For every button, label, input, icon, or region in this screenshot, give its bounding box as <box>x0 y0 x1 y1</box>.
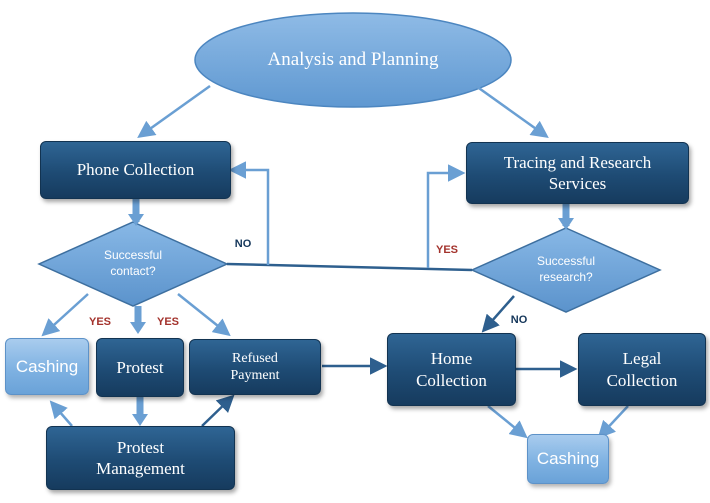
edge-phone-decision-head <box>128 214 144 226</box>
decision-research-label: Successful research? <box>536 254 596 284</box>
legal-collection-box: Legal Collection <box>578 333 706 406</box>
edge-research-no <box>481 295 515 333</box>
edge-legal-cashing <box>597 405 629 439</box>
decision-contact-diamond <box>37 221 229 307</box>
edge-label-research-no: NO <box>510 314 528 326</box>
edge-contact-refused <box>177 293 231 337</box>
phone-collection-box: Phone Collection <box>40 141 231 199</box>
protest-box: Protest <box>96 338 184 397</box>
home-collection-box: Home Collection <box>387 333 516 406</box>
edge-label-yes-protest: YES <box>156 316 179 328</box>
start-label: Analysis and Planning <box>267 48 439 70</box>
edge-contact-no <box>228 161 270 265</box>
edge-label-yes-cashing: YES <box>88 316 111 328</box>
edge-diamond-cross <box>226 262 473 272</box>
cashing-right-box: Cashing <box>527 434 609 484</box>
edge-label-research-yes: YES <box>435 244 458 256</box>
start-oval <box>194 12 512 108</box>
edge-home-cashing <box>487 405 528 439</box>
edge-research-yes <box>426 164 466 268</box>
edge-start-phone <box>137 84 211 139</box>
edge-contact-cashing <box>41 293 89 337</box>
tracing-box: Tracing and Research Services <box>466 142 689 204</box>
edge-management-cashing <box>49 400 73 427</box>
refused-payment-box: Refused Payment <box>189 339 321 395</box>
edge-start-tracing <box>475 84 549 139</box>
protest-management-box: Protest Management <box>46 426 235 490</box>
decision-contact-label: Successful contact? <box>103 248 163 278</box>
edge-management-refused <box>201 394 235 427</box>
edge-contact-protest-head <box>130 322 146 334</box>
decision-research-diamond <box>470 227 662 313</box>
edge-label-contact-no: NO <box>234 238 252 250</box>
cashing-left-box: Cashing <box>5 338 89 395</box>
edge-protest-management-head <box>132 414 148 426</box>
edge-tracing-decision-head <box>558 218 574 230</box>
